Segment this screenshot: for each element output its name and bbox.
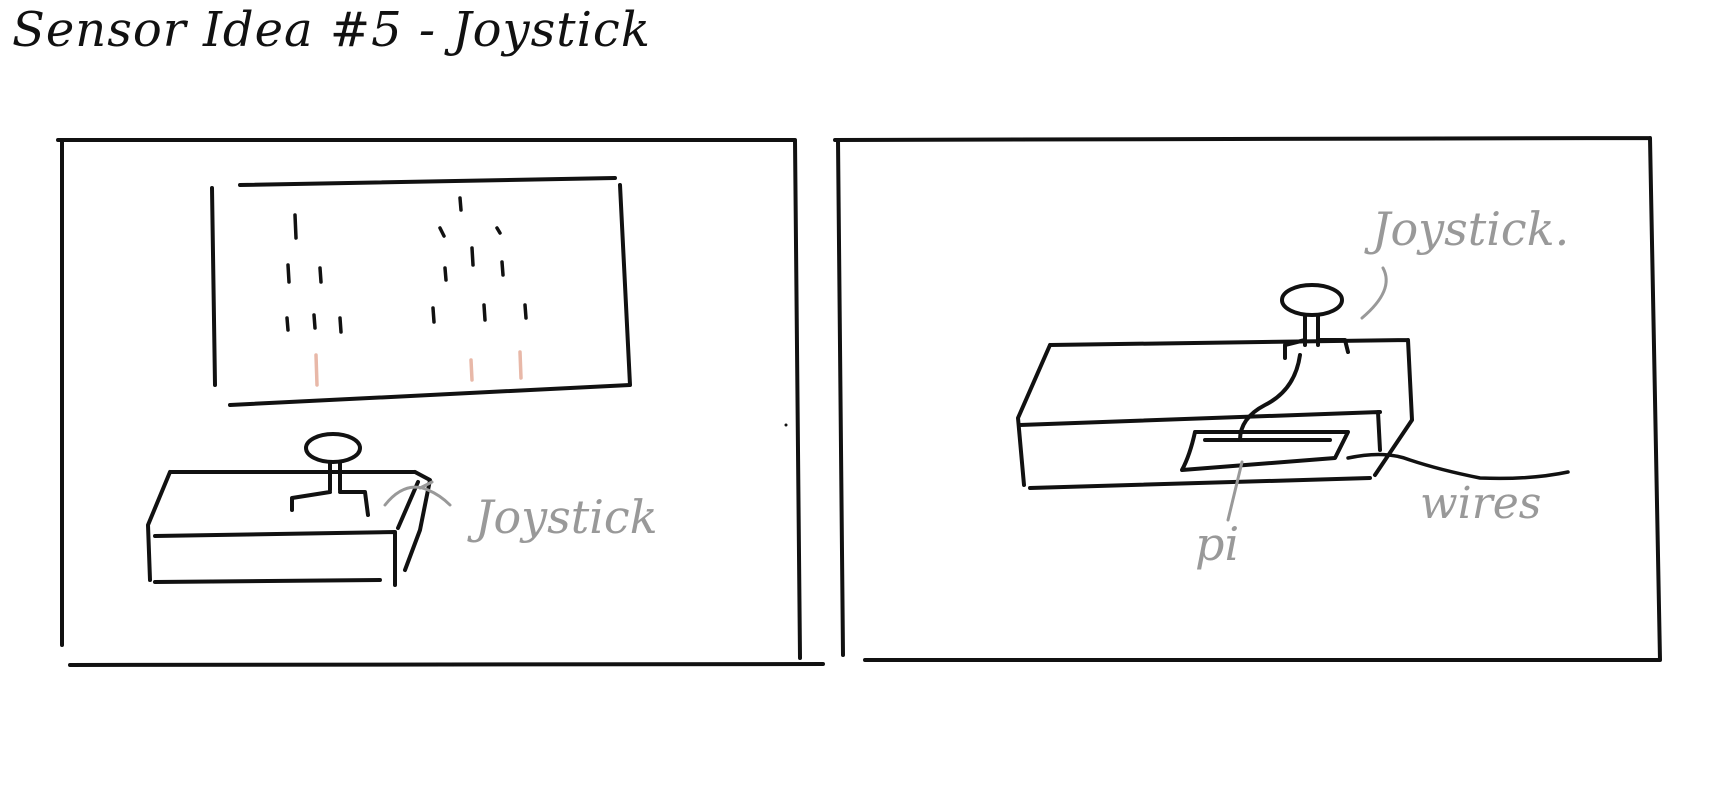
panel-frame [56, 138, 825, 667]
panel-frame [833, 136, 1662, 662]
wires-label: wires [1420, 478, 1541, 529]
storyboard-panel-left: Joystick [56, 138, 825, 667]
joystick-label: Joystick [467, 490, 658, 544]
joystick-pointer [1360, 266, 1388, 320]
falling-notes [285, 196, 528, 334]
joystick-box [146, 432, 432, 587]
enclosure-box [1016, 283, 1414, 490]
joystick-label: Joystick. [1364, 202, 1569, 256]
game-screen [210, 176, 632, 407]
joystick-pointer [383, 480, 452, 507]
page-title: Sensor Idea #5 - Joystick [12, 2, 651, 58]
pi-pointer [1226, 460, 1244, 522]
pi-label: pi [1195, 517, 1239, 571]
wires-path [1346, 452, 1570, 481]
storyboard-panel-right: Joystick. pi wires [833, 136, 1662, 662]
highlighted-notes [314, 350, 523, 387]
